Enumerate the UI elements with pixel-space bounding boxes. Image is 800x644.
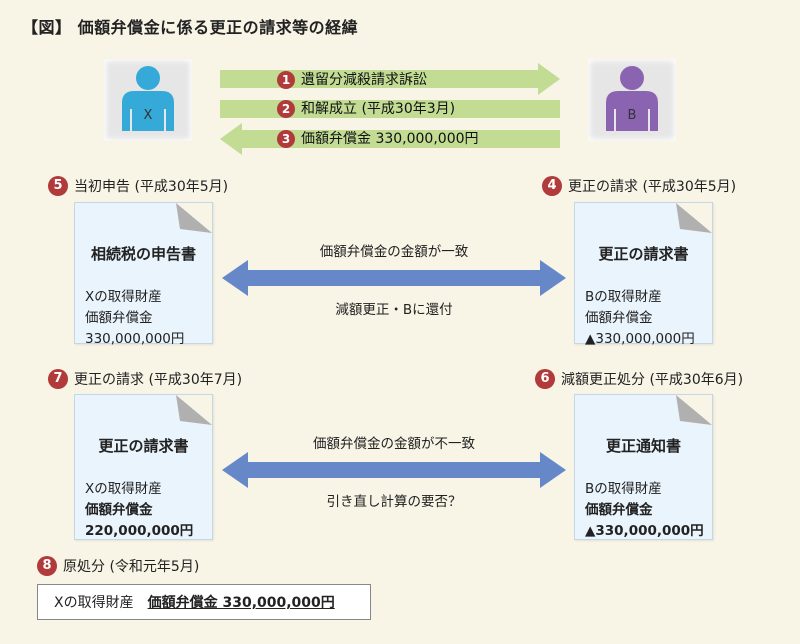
badge-4: 4	[542, 176, 562, 196]
step-5-heading: 5 当初申告 (平成30年5月)	[48, 176, 228, 196]
step-5-text: 当初申告 (平成30年5月)	[74, 179, 229, 195]
badge-2: 2	[277, 100, 295, 118]
arrow-2-label: 2 和解成立 (平成30年3月)	[277, 98, 455, 118]
doc-correction-request-x: 更正の請求書 Xの取得財産 価額弁償金 220,000,000円	[74, 394, 213, 540]
step-6-heading: 6 減額更正処分 (平成30年6月)	[535, 369, 743, 389]
doc-line: 価額弁償金	[85, 502, 153, 518]
doc-lines: Xの取得財産 価額弁償金 330,000,000円	[85, 287, 184, 350]
doc-line: 220,000,000円	[85, 523, 194, 539]
badge-1: 1	[277, 71, 295, 89]
step-6-text: 減額更正処分 (平成30年6月)	[561, 372, 744, 388]
upper-link-top-text: 価額弁償金の金額が一致	[319, 244, 469, 260]
step-8-text: 原処分 (令和元年5月)	[63, 559, 200, 575]
page-fold-icon	[676, 395, 712, 425]
final-value: 価額弁償金 330,000,000円	[147, 595, 335, 611]
doc-title: 更正通知書	[605, 437, 681, 455]
arrow-2-text: 和解成立 (平成30年3月)	[301, 101, 456, 117]
doc-line: 価額弁償金	[85, 310, 153, 326]
person-b-icon	[606, 66, 658, 131]
doc-correction-request-b: 更正の請求書 Bの取得財産 価額弁償金 ▲330,000,000円	[574, 202, 713, 347]
lower-link-top-text: 価額弁償金の金額が不一致	[313, 436, 475, 452]
step-8-heading: 8 原処分 (令和元年5月)	[37, 556, 199, 576]
person-x-box: X	[104, 59, 192, 141]
doc-line: Bの取得財産	[585, 481, 662, 497]
step-4-heading: 4 更正の請求 (平成30年5月)	[542, 176, 736, 196]
badge-7: 7	[48, 369, 68, 389]
page-fold-icon	[176, 203, 212, 233]
doc-lines: Xの取得財産 価額弁償金 220,000,000円	[85, 479, 193, 542]
person-b-label: B	[627, 108, 637, 123]
badge-5: 5	[48, 176, 68, 196]
lower-link-bottom-text: 引き直し計算の要否？	[326, 494, 462, 510]
doc-line: ▲330,000,000円	[585, 331, 695, 347]
doc-line: Xの取得財産	[85, 289, 162, 305]
arrow-1-shape	[220, 63, 560, 95]
badge-6: 6	[535, 369, 555, 389]
person-x-label: X	[143, 108, 153, 123]
doc-lines: Bの取得財産 価額弁償金 ▲330,000,000円	[585, 287, 695, 350]
step-4-text: 更正の請求 (平成30年5月)	[568, 179, 737, 195]
step-7-heading: 7 更正の請求 (平成30年7月)	[48, 369, 242, 389]
arrow-3-shape	[220, 123, 560, 155]
final-disposition-box: Xの取得財産 価額弁償金 330,000,000円	[37, 584, 371, 620]
doc-line: ▲330,000,000円	[585, 523, 704, 539]
doc-title: 更正の請求書	[598, 245, 689, 263]
exchange-arrows	[220, 63, 560, 155]
doc-line: 330,000,000円	[85, 331, 185, 347]
arrow-3-label: 3 価額弁償金 330,000,000円	[277, 128, 479, 148]
arrow-3-text: 価額弁償金 330,000,000円	[301, 131, 479, 147]
page-title: 【図】 価額弁償金に係る更正の請求等の経緯	[22, 18, 359, 37]
double-arrow-lower	[222, 452, 566, 488]
person-x-icon	[122, 66, 174, 131]
doc-correction-notice: 更正通知書 Bの取得財産 価額弁償金 ▲330,000,000円	[574, 394, 713, 540]
person-b-box: B	[588, 59, 676, 141]
upper-link-bottom-text: 減額更正・Bに還付	[335, 302, 453, 318]
arrow-2-shape	[220, 100, 560, 118]
arrow-1-label: 1 遺留分減殺請求訴訟	[277, 69, 427, 89]
doc-line: 価額弁償金	[585, 502, 653, 518]
double-arrow-upper	[222, 260, 566, 296]
step-7-text: 更正の請求 (平成30年7月)	[74, 372, 243, 388]
badge-3: 3	[277, 130, 295, 148]
doc-lines: Bの取得財産 価額弁償金 ▲330,000,000円	[585, 479, 704, 542]
doc-title: 相続税の申告書	[90, 245, 196, 263]
page-fold-icon	[176, 395, 212, 425]
arrow-1-text: 遺留分減殺請求訴訟	[301, 72, 427, 88]
doc-line: Xの取得財産	[85, 481, 162, 497]
badge-8: 8	[37, 556, 57, 576]
doc-title: 更正の請求書	[98, 437, 189, 455]
page-fold-icon	[676, 203, 712, 233]
doc-tax-return: 相続税の申告書 Xの取得財産 価額弁償金 330,000,000円	[74, 202, 213, 347]
doc-line: Bの取得財産	[585, 289, 662, 305]
doc-line: 価額弁償金	[585, 310, 653, 326]
final-prefix: Xの取得財産	[54, 595, 134, 611]
